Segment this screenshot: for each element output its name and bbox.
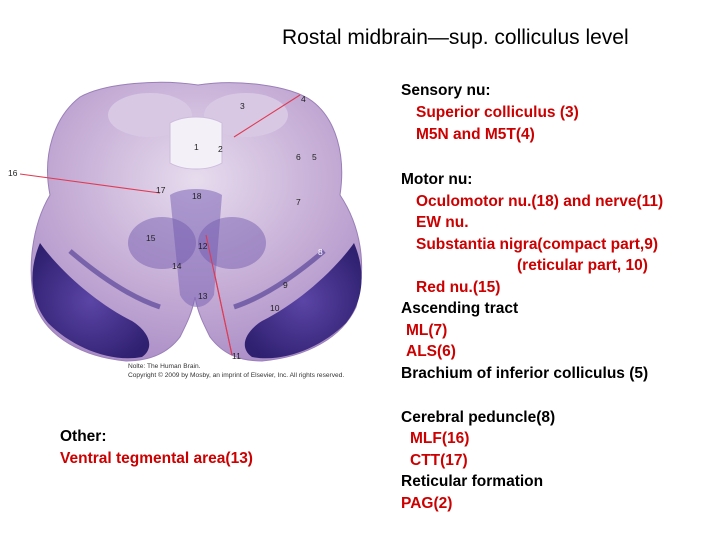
superior-colliculus-right [204,93,288,137]
motor-item-ew: EW nu. [416,214,469,231]
label-6: 6 [296,152,301,162]
label-3: 3 [240,101,245,111]
red-nucleus-right [198,217,266,269]
descending-item-ctt: CTT(17) [410,452,468,469]
motor-item-oculomotor: Oculomotor nu.(18) and nerve(11) [416,193,664,210]
label-5: 5 [312,152,317,162]
substantia-nigra-right [233,249,326,310]
sensory-item-m5n: M5N and M5T(4) [416,126,535,143]
motor-heading: Motor nu: [401,171,473,188]
reticular-heading: Reticular formation [401,473,544,490]
descending-item-mlf: MLF(16) [410,430,470,447]
ascending-item-brachium: Brachium of inferior colliculus (5) [401,363,648,385]
brachium-label: Brachium of inferior colliculus (5) [401,365,649,382]
aqueduct-region [169,116,223,170]
label-17: 17 [156,185,166,195]
leader-lines [19,94,301,356]
sensory-item-superior-colliculus: Superior colliculus (3) [416,104,579,121]
label-7: 7 [296,197,301,207]
slide-title: Rostal midbrain—sup. colliculus level [282,26,629,49]
red-nucleus-left [128,217,196,269]
other-item-vta: Ventral tegmental area(13) [60,450,253,467]
label-15: 15 [146,233,156,243]
label-4: 4 [301,94,306,104]
label-1: 1 [194,142,199,152]
label-9: 9 [283,280,288,290]
label-10: 10 [270,303,280,313]
ventral-tegmentum [170,189,222,307]
label-12: 12 [198,241,208,251]
motor-item-substantia-reticular: (reticular part, 10) [517,257,648,274]
motor-item-substantia-compact: Substantia nigra(compact part,9) [416,236,659,253]
label-11: 11 [232,351,241,361]
midbrain-section-image: 1 2 3 4 5 6 7 8 9 10 11 12 13 14 15 16 1… [8,81,363,379]
other-heading: Other: [60,428,107,445]
descending-heading: Cerebral peduncle(8) [401,409,556,426]
ascending-item-als: ALS(6) [406,343,456,360]
ascending-heading: Ascending tract [401,300,519,317]
reticular-item-pag: PAG(2) [401,495,453,512]
motor-item-red-nucleus: Red nu.(15) [416,279,501,296]
image-caption-line1: Nolte: The Human Brain. [128,363,201,370]
label-18: 18 [192,191,202,201]
label-16: 16 [8,168,18,178]
cerebral-peduncle-left [32,243,150,359]
image-caption-line2: Copyright © 2009 by Mosby, an imprint of… [128,371,344,379]
ascending-item-ml: ML(7) [406,322,448,339]
cerebral-peduncle-right [244,243,362,359]
label-14: 14 [172,261,182,271]
label-13: 13 [198,291,208,301]
label-2: 2 [218,144,223,154]
label-8: 8 [318,247,323,257]
substantia-nigra-left [68,249,161,310]
sensory-heading: Sensory nu: [401,82,491,99]
